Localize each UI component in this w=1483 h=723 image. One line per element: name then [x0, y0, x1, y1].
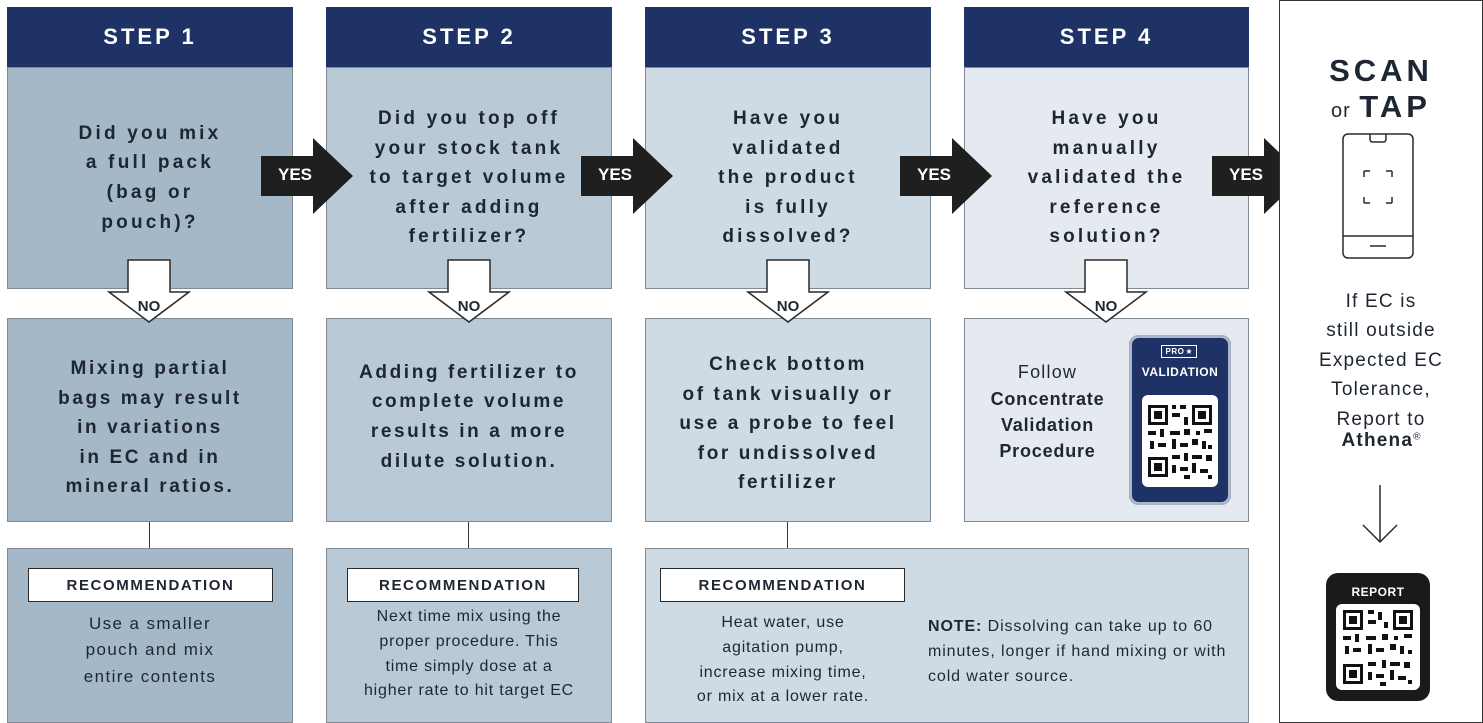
pro-badge-text: PRO: [1165, 347, 1185, 356]
step3-note-text: Dissolving can take up to 60 minutes, lo…: [928, 618, 1227, 685]
or-text: or: [1331, 100, 1351, 122]
step4-question-box: Have you manually validated the referenc…: [964, 67, 1249, 289]
step4-header: STEP 4: [964, 7, 1249, 67]
yes-arrow-3-icon: [900, 138, 992, 214]
step2-question-box: Did you top off your stock tank to targe…: [326, 67, 612, 289]
arrow-down-icon: [1362, 485, 1398, 544]
step4-no-arrow-icon: [1064, 259, 1148, 323]
validation-qr-pattern: [1148, 405, 1212, 479]
step2-header: STEP 2: [326, 7, 612, 67]
star-icon: ★: [1185, 347, 1193, 356]
yes-label-3: YES: [916, 165, 952, 184]
yes-label-1: YES: [277, 165, 313, 184]
step1-no-text: Mixing partial bags may result in variat…: [58, 357, 242, 498]
step3-note: NOTE: Dissolving can take up to 60 minut…: [928, 615, 1228, 689]
validation-card-title: VALIDATION: [1141, 365, 1219, 379]
step1-no-box: Mixing partial bags may result in variat…: [7, 318, 293, 522]
step3-recommendation: RECOMMENDATION Heat water, use agitation…: [645, 548, 1249, 723]
athena-brand: Athena: [1341, 430, 1414, 451]
step4-question: Have you manually validated the referenc…: [1027, 107, 1186, 248]
step3-no-box: Check bottom of tank visually or use a p…: [645, 318, 931, 522]
step1-recommendation-text: Use a smaller pouch and mix entire conte…: [83, 614, 217, 686]
step1-question: Did you mix a full pack (bag or pouch)?: [78, 122, 222, 233]
scan-sidebar: SCAN or TAP If EC is still outside Expec…: [1279, 0, 1483, 723]
yes-arrow-1-icon: [261, 138, 353, 214]
step1-recommendation-label: RECOMMENDATION: [28, 568, 273, 602]
or-tap-line: or TAP: [1280, 89, 1482, 125]
step3-recommendation-text: Heat water, use agitation pump, increase…: [696, 614, 870, 706]
brand-line: Athena®: [1280, 430, 1482, 452]
report-qr-pattern: [1343, 610, 1413, 686]
tap-text: TAP: [1359, 89, 1431, 124]
step4-no-box: Follow Concentrate Validation Procedure …: [964, 318, 1249, 522]
report-message: If EC is still outside Expected EC Toler…: [1318, 291, 1444, 430]
step3-no-label: NO: [776, 298, 800, 315]
phone-scan-icon: [1342, 133, 1414, 259]
connector-step3: [787, 522, 788, 548]
step2-no-text: Adding fertilizer to complete volume res…: [359, 361, 579, 472]
step1-header: STEP 1: [7, 7, 293, 67]
report-card-title: REPORT: [1351, 585, 1405, 599]
report-card[interactable]: REPORT: [1326, 573, 1430, 701]
connector-step1: [149, 522, 150, 548]
registered-mark: ®: [1413, 431, 1421, 443]
step1-question-box: Did you mix a full pack (bag or pouch)?: [7, 67, 293, 289]
validation-card[interactable]: PRO ★ VALIDATION: [1129, 335, 1231, 505]
step3-question: Have you validated the product is fully …: [718, 107, 858, 248]
step2-recommendation-label: RECOMMENDATION: [347, 568, 579, 602]
step4-follow: Follow: [1017, 362, 1078, 382]
step3-no-text: Check bottom of tank visually or use a p…: [679, 353, 897, 494]
step2-recommendation-text: Next time mix using the proper procedure…: [363, 608, 575, 700]
step3-note-label: NOTE:: [928, 618, 983, 635]
yes-label-2: YES: [597, 165, 633, 184]
step2-no-arrow-icon: [427, 259, 511, 323]
step4-follow-text-group: Follow Concentrate Validation Procedure: [965, 359, 1130, 464]
step2-recommendation: RECOMMENDATION Next time mix using the p…: [326, 548, 612, 723]
report-qr-code: [1336, 604, 1420, 690]
step1-recommendation: RECOMMENDATION Use a smaller pouch and m…: [7, 548, 293, 723]
yes-label-4: YES: [1228, 165, 1264, 184]
step2-question: Did you top off your stock tank to targe…: [369, 107, 569, 248]
step3-no-arrow-icon: [746, 259, 830, 323]
step4-no-label: NO: [1094, 298, 1118, 315]
step3-recommendation-label: RECOMMENDATION: [660, 568, 905, 602]
step1-no-label: NO: [137, 298, 161, 315]
connector-step2: [468, 522, 469, 548]
scan-title: SCAN: [1329, 53, 1433, 88]
step4-procedure: Concentrate Validation Procedure: [990, 389, 1105, 462]
validation-qr-code: [1142, 395, 1218, 487]
step2-no-label: NO: [457, 298, 481, 315]
yes-arrow-2-icon: [581, 138, 673, 214]
step1-no-arrow-icon: [107, 259, 191, 323]
step3-header: STEP 3: [645, 7, 931, 67]
step3-question-box: Have you validated the product is fully …: [645, 67, 931, 289]
step2-no-box: Adding fertilizer to complete volume res…: [326, 318, 612, 522]
pro-badge: PRO ★: [1161, 345, 1197, 358]
